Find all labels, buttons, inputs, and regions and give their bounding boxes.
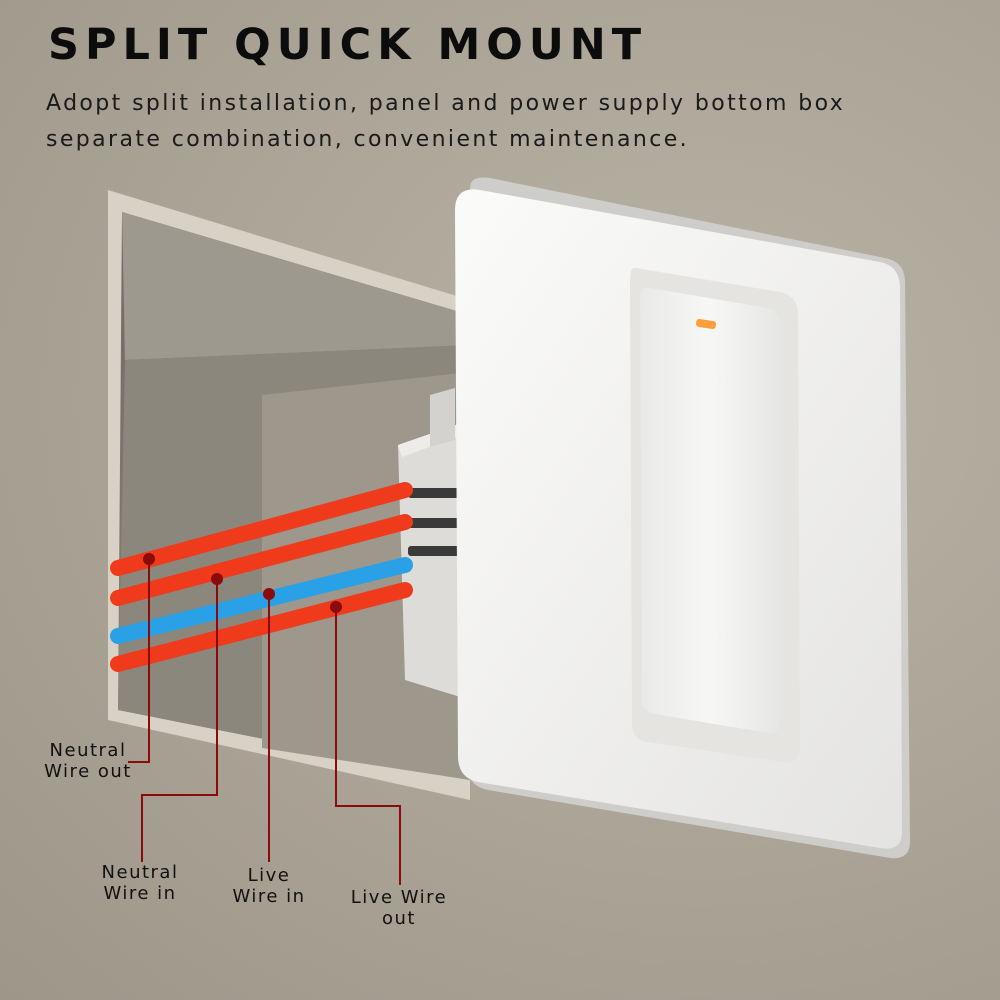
switch-panel	[455, 177, 910, 859]
label-live-wire-in: Live Wire in	[232, 865, 306, 907]
label-live-wire-out: Live Wire out	[350, 887, 448, 929]
neutral-wire-out	[110, 482, 413, 576]
live-wire-in	[110, 557, 413, 644]
leader-dots	[143, 553, 342, 613]
wires	[110, 482, 413, 672]
power-module	[398, 388, 470, 700]
label-neutral-wire-in: Neutral Wire in	[101, 862, 179, 904]
leader-live-out	[335, 607, 401, 885]
live-wire-out	[110, 582, 413, 672]
leader-lines	[128, 559, 401, 885]
label-neutral-wire-out: Neutral Wire out	[44, 740, 132, 782]
page-title: SPLIT QUICK MOUNT	[48, 20, 648, 70]
neutral-wire-in	[110, 514, 413, 606]
leader-neutral-out	[128, 559, 150, 763]
leader-neutral-in	[141, 579, 218, 862]
indicator-led	[695, 318, 717, 330]
page-subtitle: Adopt split installation, panel and powe…	[46, 91, 846, 152]
